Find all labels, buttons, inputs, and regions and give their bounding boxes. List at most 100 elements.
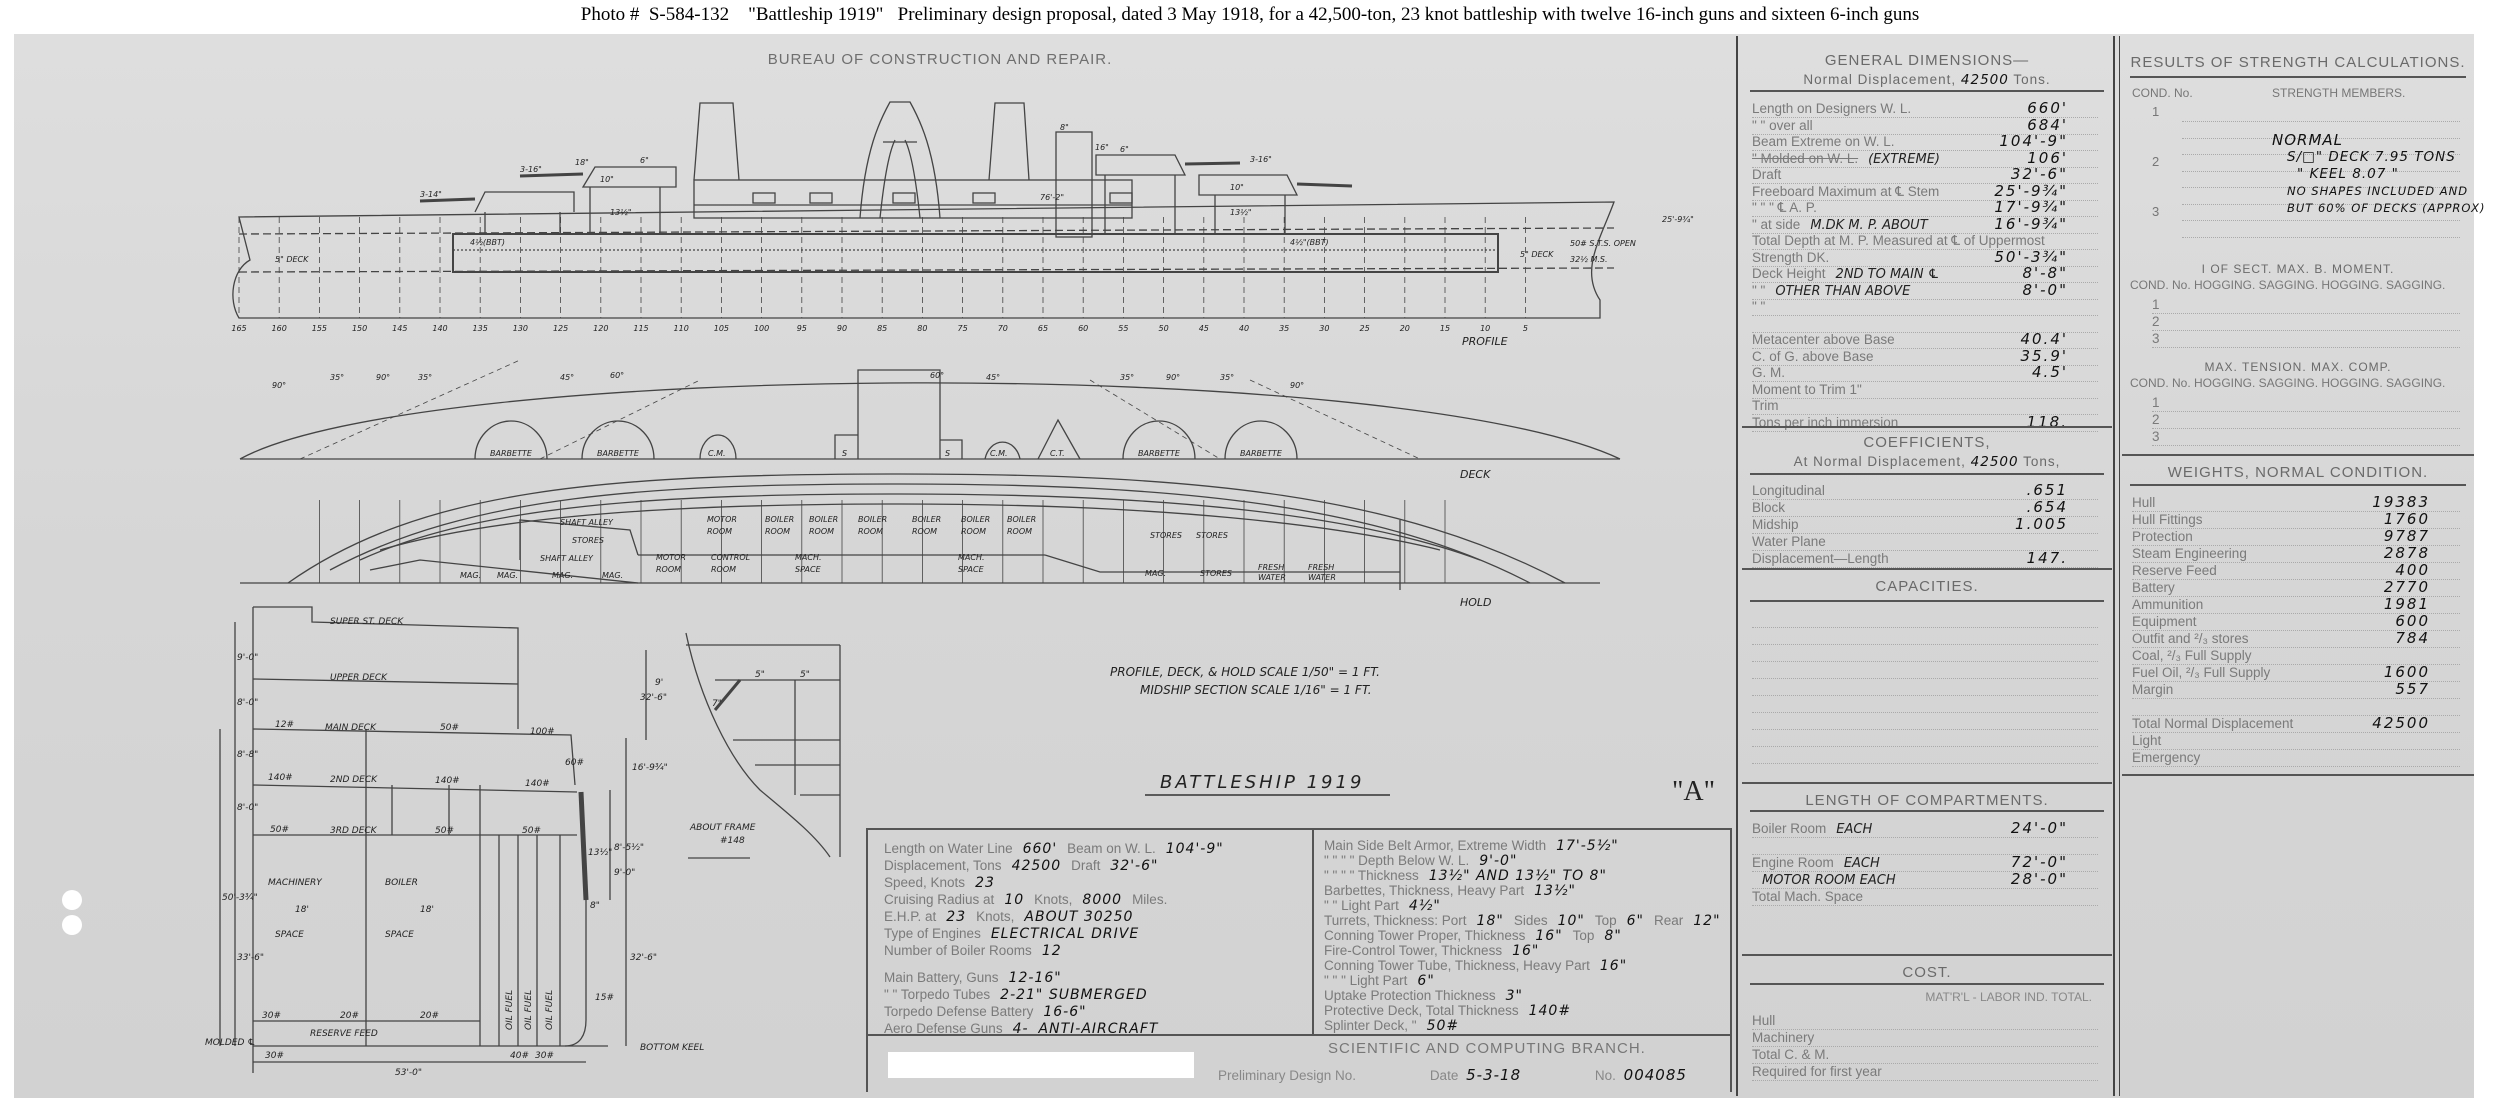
hold-plan-drawing	[240, 473, 1600, 590]
handwritten-value: 9'-0"	[1479, 853, 1518, 869]
row-label: Emergency	[2132, 750, 2201, 765]
field-label: Displacement, Tons	[884, 858, 1002, 873]
field-label: Cruising Radius at	[884, 892, 995, 907]
hold-label: MACH.	[795, 553, 822, 562]
row-value: 118.	[2026, 412, 2068, 431]
cond-row: 1	[2152, 394, 2460, 412]
data-row: Total Mach. Space	[1752, 888, 2098, 906]
rule	[2130, 484, 2466, 486]
midship-label: 140#	[268, 773, 293, 783]
data-row	[1752, 837, 2098, 855]
blank-line	[1752, 712, 2098, 730]
frame-section-label: 5"	[800, 670, 810, 680]
midship-label: 140#	[525, 779, 550, 789]
deck-plan-label: S	[842, 449, 847, 458]
row-value: 784	[2395, 629, 2430, 647]
field-label: Main Side Belt Armor, Extreme Width	[1324, 838, 1547, 853]
cond-number: 1	[2152, 104, 2160, 119]
profile-note: 13½"	[1230, 208, 1252, 217]
row-value: 25'-9¾"	[1994, 181, 2068, 200]
handwritten-value: 42500	[1011, 858, 1062, 874]
frame-number: 60	[1078, 324, 1088, 333]
row-label: Block	[1752, 500, 1786, 515]
profile-note: 6"	[640, 156, 649, 165]
cond-number: 3	[2152, 429, 2160, 444]
field-label: Turrets, Thickness: Port	[1324, 913, 1467, 928]
profile-note: 3-16"	[1250, 155, 1272, 164]
midship-label: 8'-5½"	[614, 843, 644, 853]
row-value: 104'-9"	[1999, 132, 2068, 150]
frame-number: 145	[392, 324, 407, 333]
deck-angle-label: 45°	[986, 373, 1000, 382]
midship-label: 20#	[420, 1011, 439, 1021]
row-value: 147.	[2026, 549, 2068, 567]
hold-label: MACH.	[958, 553, 985, 562]
panel-border	[2113, 36, 2115, 1096]
row-label: Reserve Feed	[2132, 563, 2217, 578]
frame-number: 50	[1159, 324, 1169, 333]
displacement-value: 42500	[1970, 454, 2019, 470]
deck-plan-label: BARBETTE	[597, 449, 640, 458]
midship-label: 15#	[595, 993, 614, 1003]
blank-line	[2182, 137, 2460, 155]
handwritten-value: 18"	[1476, 913, 1504, 929]
field-label: Miles.	[1132, 892, 1168, 907]
row-value: 17'-9¾"	[1994, 198, 2068, 216]
hold-label: SPACE	[958, 565, 985, 574]
handwritten-value: 104'-9"	[1165, 841, 1224, 857]
data-row: " " " ℄ A. P.17'-9¾"	[1752, 199, 2098, 217]
deck-angle-label: 90°	[272, 381, 286, 390]
blank-line	[1752, 627, 2098, 645]
rule	[1750, 983, 2104, 985]
data-panel-left: GENERAL DIMENSIONS— Normal Displacement,…	[1742, 36, 2112, 1096]
field-label: Protective Deck, Total Thickness	[1324, 1003, 1519, 1018]
hold-label: ROOM	[656, 565, 681, 574]
frame-number: 80	[917, 324, 927, 333]
field-label: Main Battery, Guns	[884, 970, 999, 985]
midship-label: 8"	[590, 901, 600, 911]
frame-number: 140	[432, 324, 447, 333]
frame-section-label: 7"	[712, 699, 722, 709]
frame-number: 120	[593, 324, 608, 333]
hold-label: MAG.	[497, 571, 518, 580]
midship-label: 12#	[275, 720, 294, 730]
row-value: 2770	[2383, 578, 2430, 596]
hold-label: MOTOR	[707, 515, 737, 524]
midship-label: 32'-6"	[630, 953, 657, 963]
date-value: 5-3-18	[1466, 1066, 1522, 1084]
profile-note: 4½(BBT)	[470, 238, 505, 247]
deck-plan-label: C.T.	[1050, 449, 1065, 458]
deck-plan-drawing	[239, 359, 1621, 460]
field-label: Knots,	[1034, 892, 1073, 907]
row-value: 600	[2395, 612, 2430, 630]
profile-note: 10"	[1230, 183, 1244, 192]
row-label: " "	[1752, 282, 1766, 298]
summary-row: Conning Tower Tube, Thickness, Heavy Par…	[1324, 958, 1637, 974]
row-label: Ammunition	[2132, 597, 2204, 612]
frame-number: 35	[1279, 324, 1289, 333]
hold-label: BOILER	[858, 515, 887, 524]
midship-label: 3RD DECK	[330, 826, 378, 836]
hold-label: SPACE	[795, 565, 822, 574]
members-header: STRENGTH MEMBERS.	[2272, 86, 2406, 100]
row-label: Draft	[1752, 167, 1782, 182]
coefficients-title: COEFFICIENTS,	[1863, 434, 1991, 451]
